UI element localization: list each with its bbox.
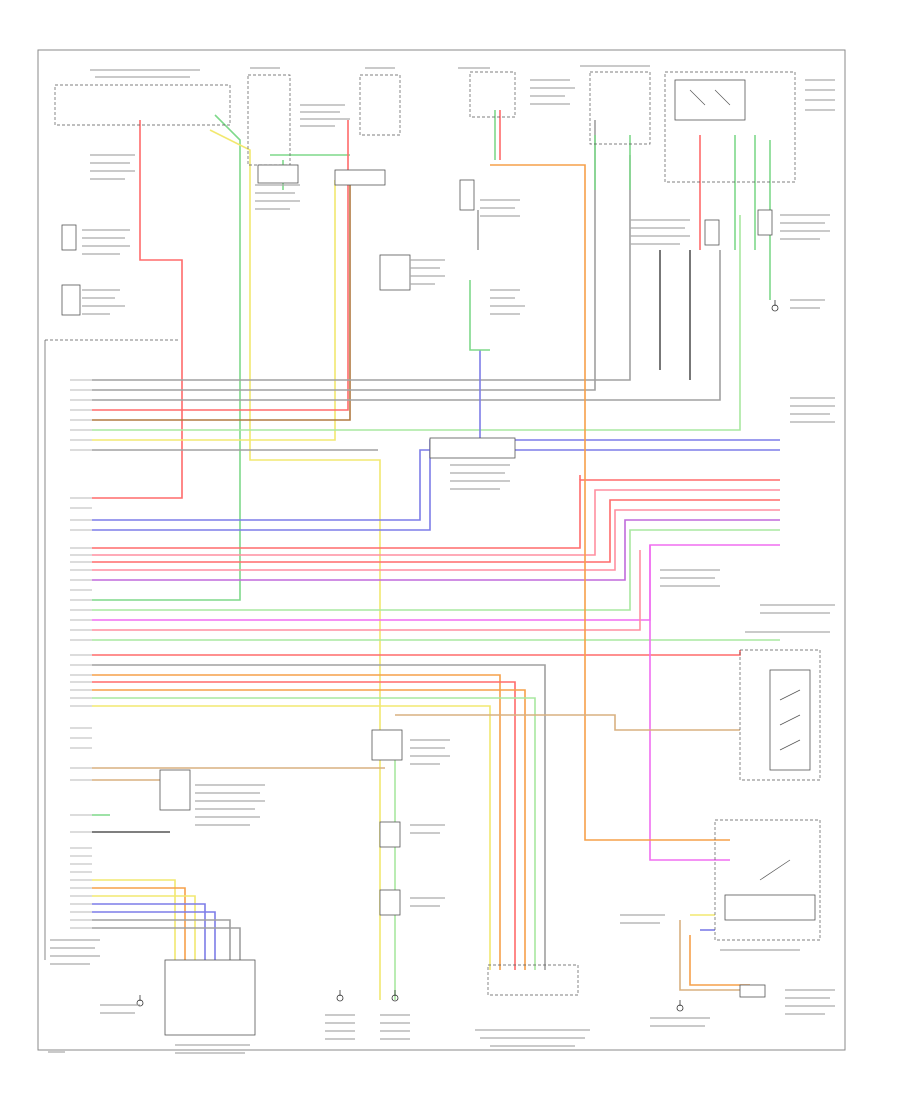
center-relay <box>371 729 403 761</box>
connector-top-1 <box>257 164 299 184</box>
wire-layer <box>92 110 780 1000</box>
cruise-control-switch-box <box>739 649 821 781</box>
right-connector-b <box>757 209 773 236</box>
light-bulb-component <box>379 254 411 291</box>
bottom-left-module <box>164 959 256 1036</box>
transmission-sensor <box>724 894 816 921</box>
transmission-control-box <box>714 819 821 941</box>
fuse-box-a <box>247 74 291 166</box>
center-junction-2 <box>379 889 401 916</box>
combination-meter-connector <box>429 437 516 459</box>
component-layer <box>44 71 821 1036</box>
fuse-box-b <box>359 74 401 136</box>
left-relay <box>61 284 81 316</box>
illegible-label-marks <box>48 65 835 1054</box>
relay-switch <box>674 79 746 121</box>
relay-box-b <box>664 71 796 183</box>
lower-left-switch <box>159 769 191 811</box>
relay-box-a <box>589 71 651 145</box>
bottom-center-sensor <box>487 964 579 996</box>
center-junction-1 <box>379 821 401 848</box>
underhood-fuse-box <box>54 84 231 126</box>
ground-symbols <box>136 300 779 1012</box>
pin-stubs-left <box>70 379 92 929</box>
fuse-box-c <box>469 71 516 118</box>
left-switch <box>61 224 77 251</box>
park-neutral-switch <box>739 984 766 998</box>
diode-component <box>459 179 475 211</box>
diagram-frame <box>37 49 846 1051</box>
connector-top-2 <box>334 169 386 186</box>
right-connector-a <box>704 219 720 246</box>
